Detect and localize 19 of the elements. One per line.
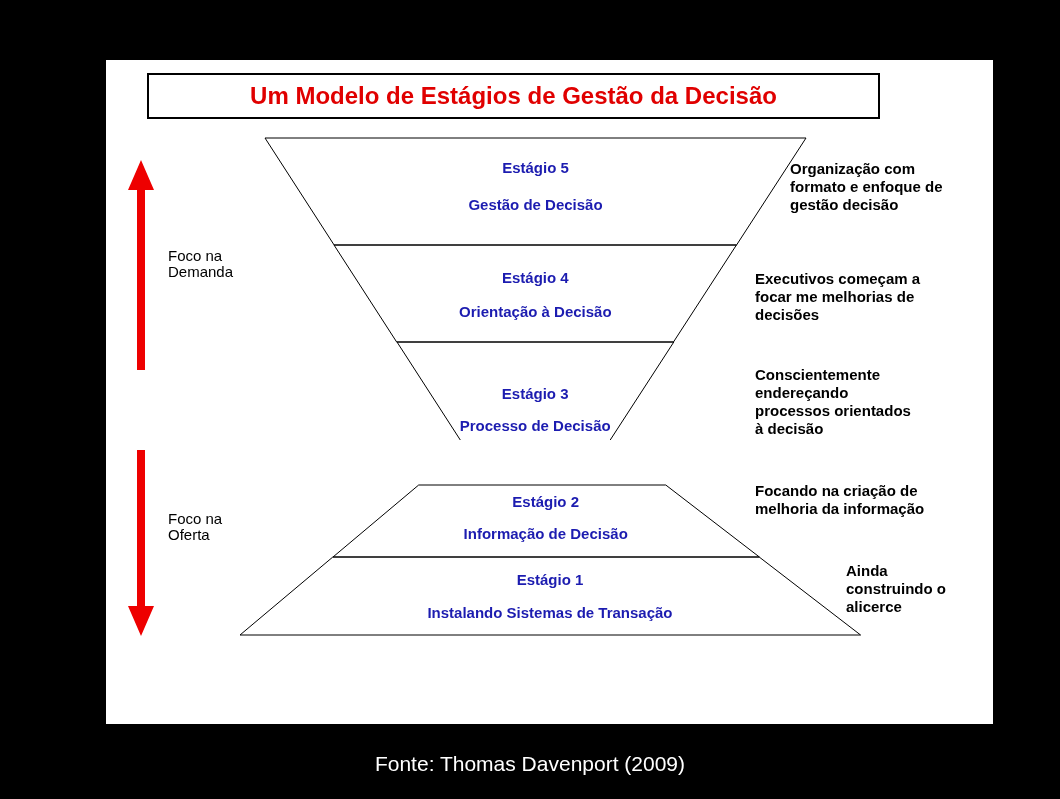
focus-label: Foco na Oferta [168, 511, 224, 543]
stage-name: Informação de Decisão [463, 525, 628, 541]
focus-label: Foco na Demanda [168, 248, 235, 280]
stage-name: Instalando Sistemas de Transação [427, 604, 673, 620]
stage-description: Conscientemente endereçando processos orientados à decisão [755, 366, 912, 438]
source-caption: Fonte: Thomas Davenport (2009) [373, 751, 687, 777]
stage-description: Ainda construindo o alicerce [846, 562, 947, 616]
stage-number: Estágio 4 [501, 269, 569, 285]
stage-description: Executivos começam a focar me melhorias de decisões [755, 270, 922, 324]
stage-number: Estágio 5 [502, 159, 569, 175]
stage-name: Processo de Decisão [459, 417, 611, 433]
stage-description: Focando na criação de melhoria da informação [755, 482, 925, 518]
title-box: Um Modelo de Estágios de Gestão da Decisão [147, 73, 880, 119]
stage-number: Estágio 2 [512, 493, 580, 509]
stage-name: Gestão de Decisão [468, 196, 603, 212]
stage-number: Estágio 3 [501, 385, 569, 401]
stage-description: Organização com formato e enfoque de gestão decisão [790, 160, 944, 214]
stage-number: Estágio 1 [516, 571, 584, 587]
stage-name: Orientação à Decisão [459, 303, 612, 319]
